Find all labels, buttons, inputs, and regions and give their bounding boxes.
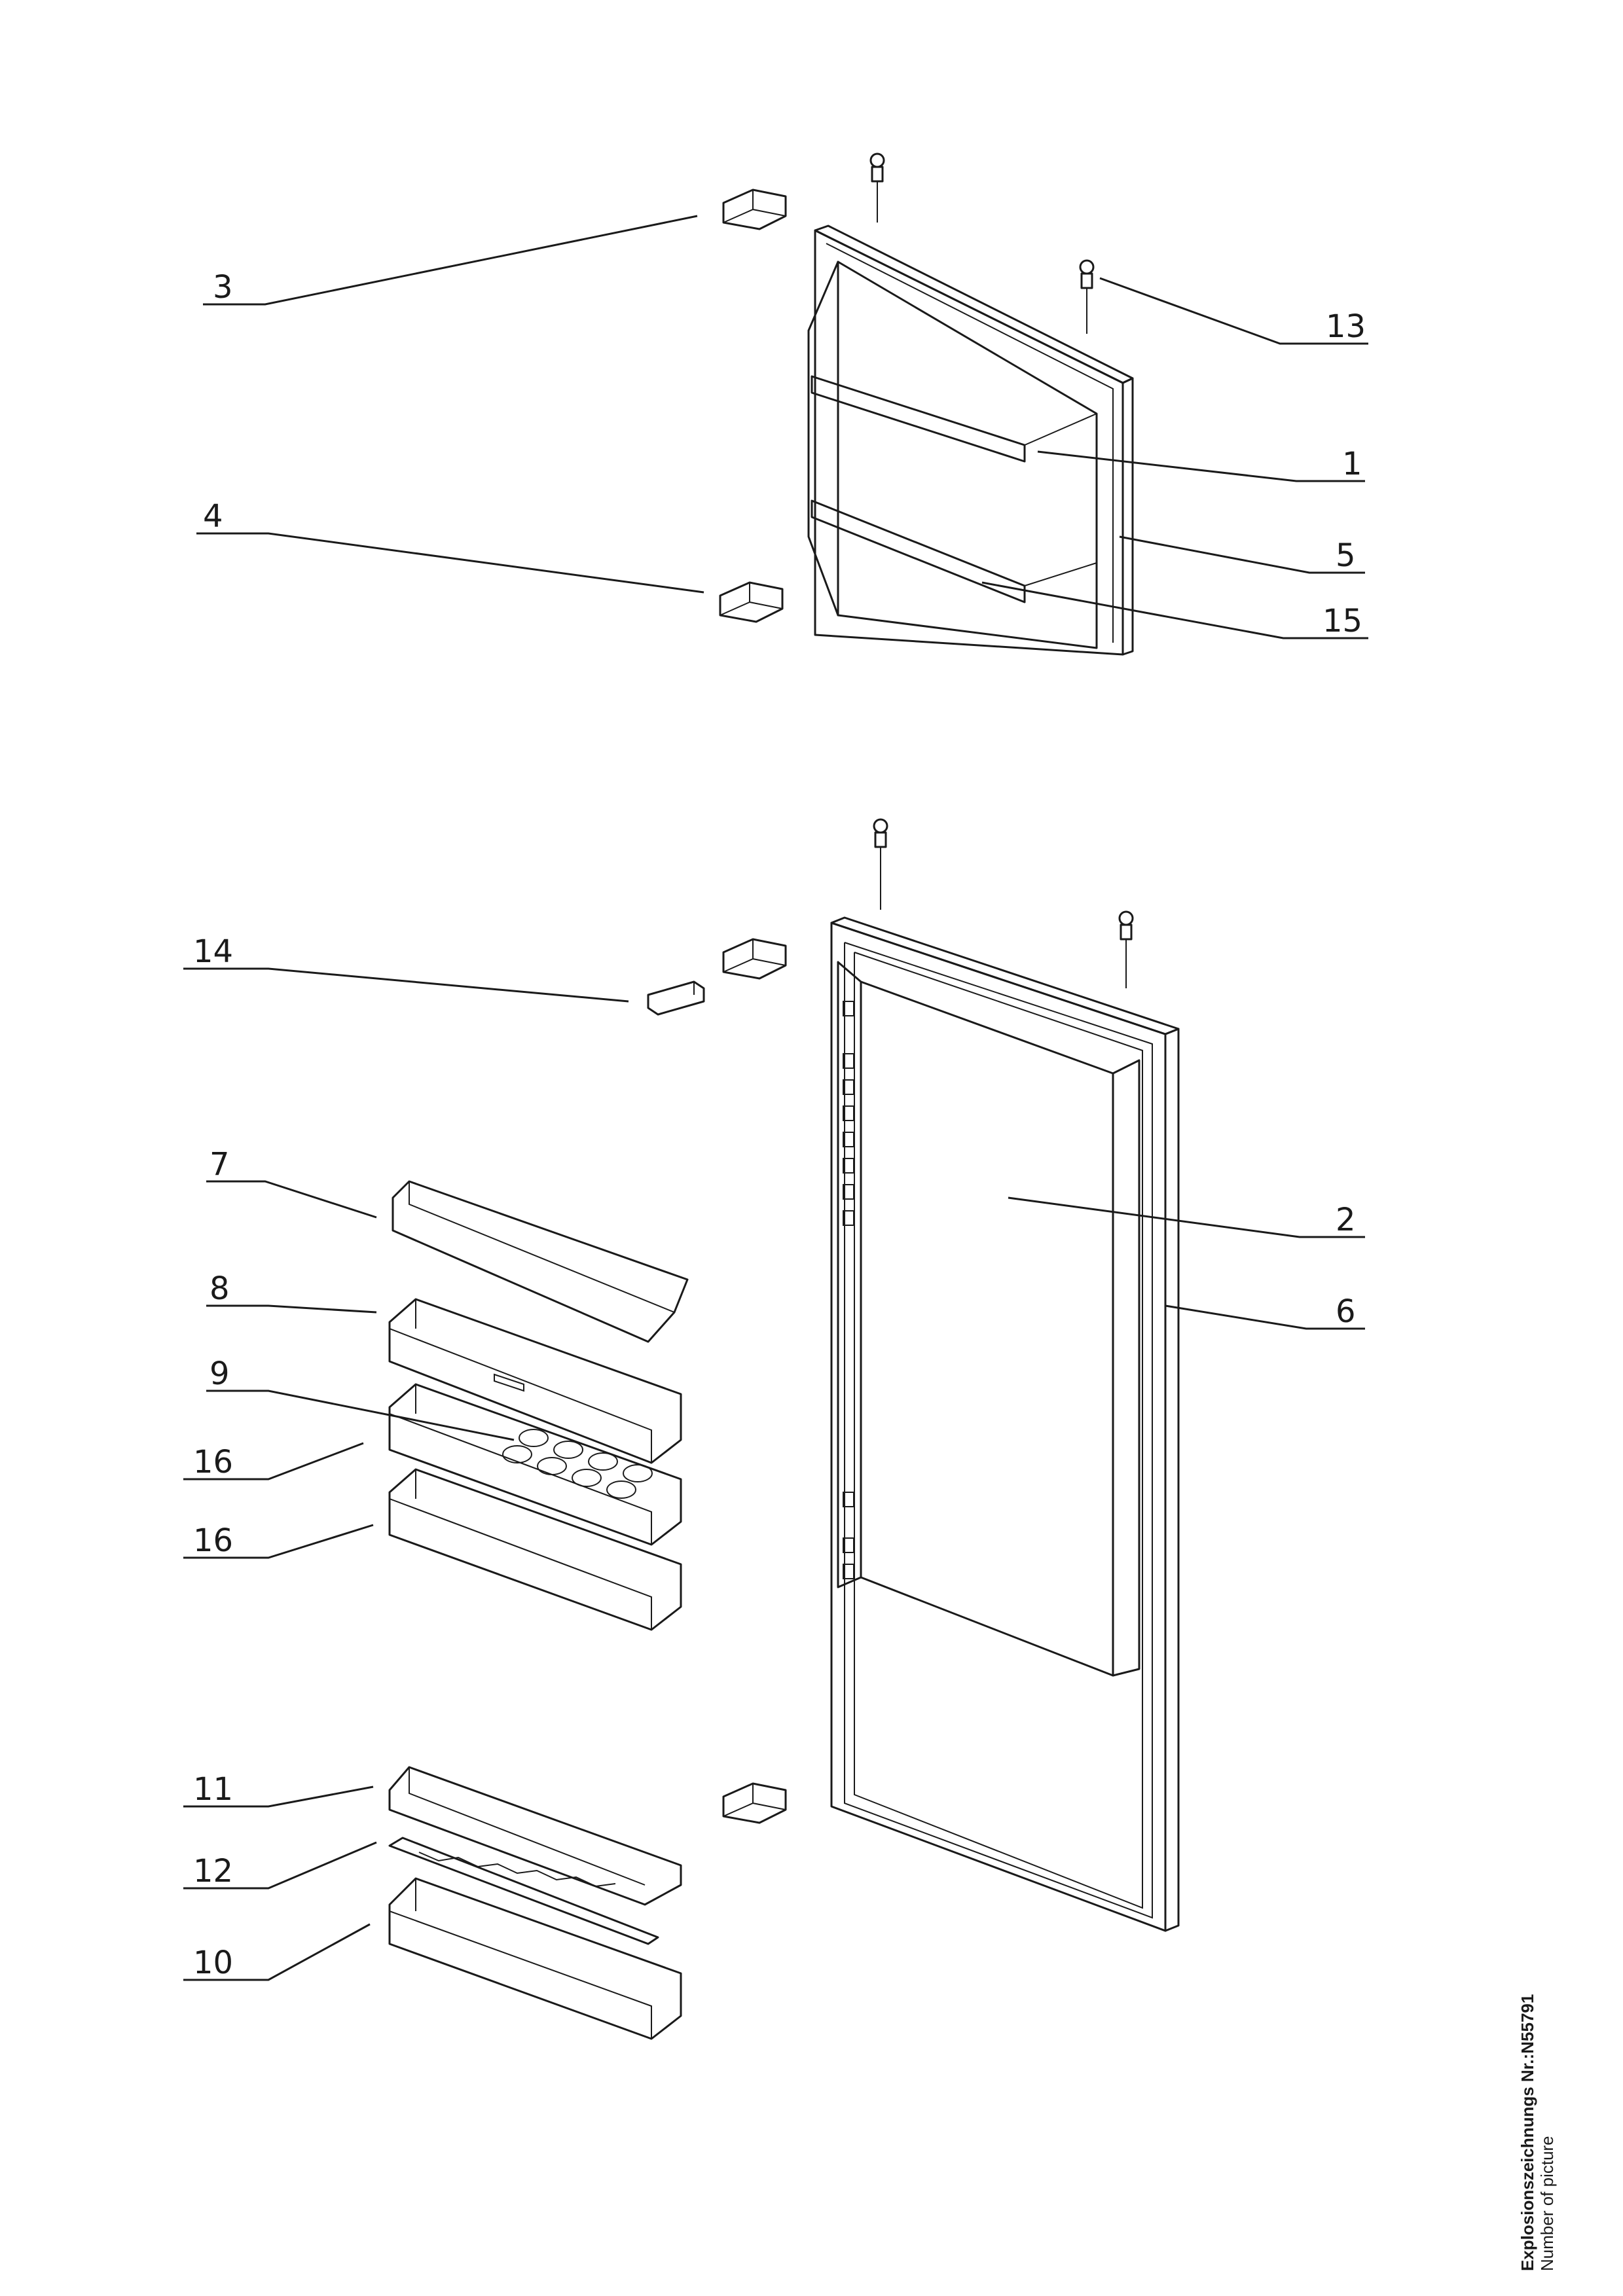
drawing-number-subtitle: Number of picture (1537, 2136, 1557, 2271)
screw-fridge-right-icon (1118, 910, 1134, 988)
drawing-caption: Explosionszeichnungs Nr.:N55791 Number o… (1518, 1994, 1557, 2271)
freezer-door-panel (807, 224, 1134, 656)
screw-top-left-icon (869, 152, 885, 223)
part-14-block-icon (647, 980, 705, 1016)
callout-leaders (183, 215, 1368, 1981)
callout-16-b: 16 (193, 1522, 233, 1559)
callout-14: 14 (193, 933, 233, 970)
callout-6: 6 (1336, 1293, 1356, 1330)
callout-8: 8 (210, 1270, 230, 1307)
callout-9: 9 (210, 1355, 230, 1392)
hinge-bracket-upper-icon (722, 188, 787, 230)
callout-11: 11 (193, 1771, 233, 1808)
bottle-rail-11 (388, 1766, 682, 1906)
callout-7: 7 (210, 1146, 230, 1183)
callout-16-a: 16 (193, 1444, 233, 1480)
shelf-lugs (843, 1001, 854, 1579)
callout-15: 15 (1322, 603, 1362, 639)
egg-tray-9 (502, 1429, 653, 1499)
callout-3: 3 (213, 269, 233, 306)
callout-12: 12 (193, 1853, 233, 1890)
callout-10: 10 (193, 1945, 233, 1981)
freezer-door-assembly (719, 152, 1134, 656)
callout-5: 5 (1336, 537, 1356, 574)
bottle-shelf-10 (388, 1877, 682, 2040)
callout-4: 4 (203, 498, 223, 535)
shelf-lid-7 (392, 1180, 689, 1343)
hinge-bracket-fridge-bottom-icon (722, 1782, 787, 1824)
bottle-retainer-12 (388, 1837, 659, 1945)
callout-1: 1 (1342, 446, 1362, 482)
fridge-door-panel (830, 916, 1180, 1932)
hinge-bracket-fridge-top-icon (722, 938, 787, 980)
shelf-16 (388, 1468, 682, 1631)
screw-fridge-left-icon (873, 818, 888, 910)
fridge-door-assembly (647, 818, 1180, 1932)
callout-13: 13 (1326, 308, 1366, 345)
hinge-bracket-lower-icon (719, 581, 784, 623)
shelf-egg-16 (388, 1383, 682, 1546)
callout-labels: 3 4 13 1 5 15 14 7 8 9 16 16 2 6 11 12 1… (193, 269, 1366, 1981)
screw-top-right-icon (1079, 259, 1095, 334)
door-shelves (388, 1180, 689, 2040)
callout-2: 2 (1336, 1202, 1356, 1238)
shelf-8 (388, 1298, 682, 1464)
drawing-number: Explosionszeichnungs Nr.:N55791 (1518, 1994, 1537, 2271)
